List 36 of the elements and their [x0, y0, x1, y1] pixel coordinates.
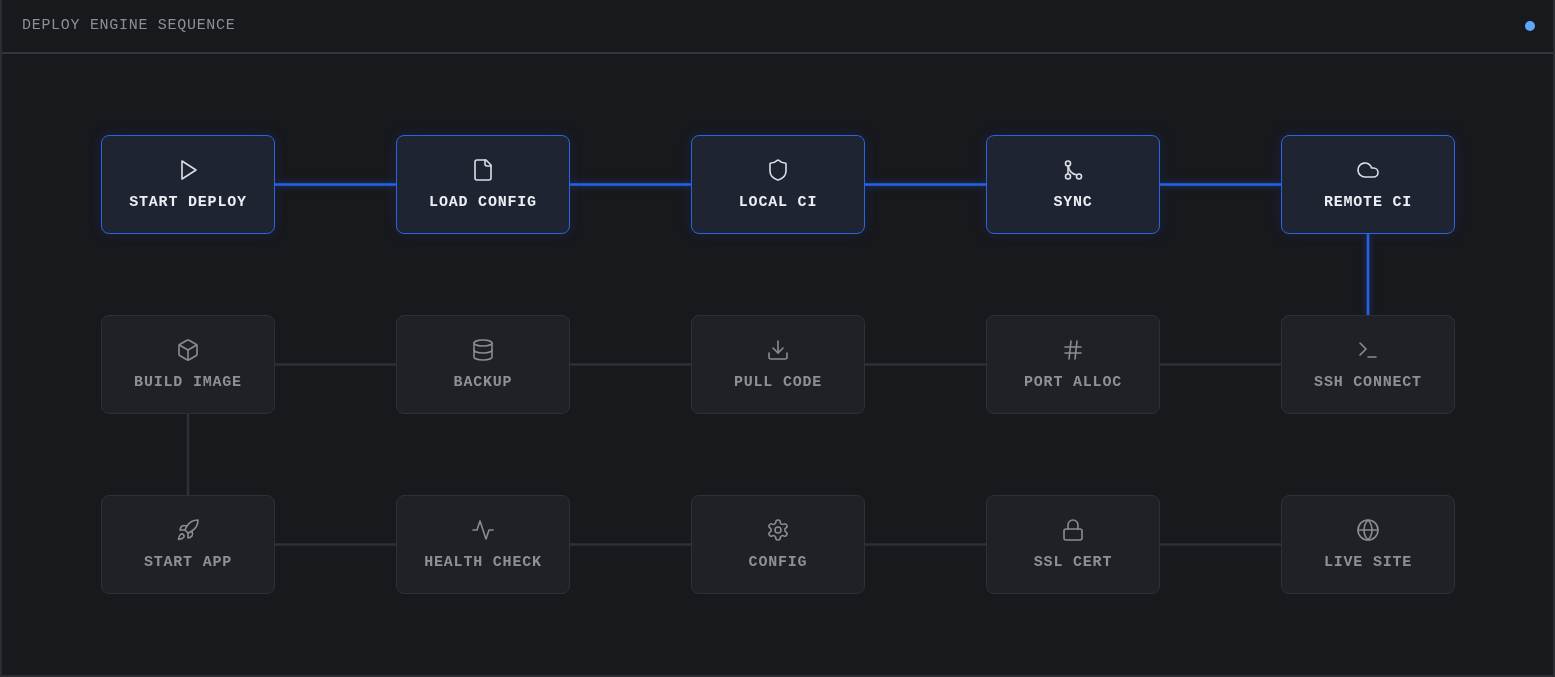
step-label: CONFIG	[748, 553, 808, 571]
step-label: SSL CERT	[1033, 553, 1113, 571]
step-card	[986, 495, 1160, 594]
step-card	[396, 135, 570, 234]
step-label: START DEPLOY	[129, 193, 247, 211]
step-card	[986, 315, 1160, 414]
step-label: PORT ALLOC	[1024, 373, 1122, 391]
step-label: REMOTE CI	[1323, 193, 1413, 211]
step-label: BACKUP	[453, 373, 513, 391]
step-label: LIVE SITE	[1323, 553, 1413, 571]
connector-line	[1366, 234, 1370, 315]
step-card	[691, 495, 865, 594]
step-label: SSH CONNECT	[1314, 373, 1422, 391]
step-card	[986, 135, 1160, 234]
step-label: PULL CODE	[733, 373, 823, 391]
step-card	[691, 135, 865, 234]
step-card	[1281, 495, 1455, 594]
step-card	[691, 315, 865, 414]
step-card	[396, 495, 570, 594]
connector-line	[1160, 183, 1281, 186]
step-card	[396, 315, 570, 414]
step-label: SYNC	[1053, 193, 1093, 211]
step-card	[1281, 315, 1455, 414]
step-label: START APP	[143, 553, 233, 571]
step-card	[101, 315, 275, 414]
step-label: HEALTH CHECK	[424, 553, 542, 571]
step-card	[101, 495, 275, 594]
step-card	[1281, 135, 1455, 234]
connector-line	[865, 183, 986, 186]
step-label: BUILD IMAGE	[134, 373, 242, 391]
connector-line	[275, 183, 396, 186]
step-card	[101, 135, 275, 234]
connector-line	[570, 183, 691, 186]
step-label: LOCAL CI	[738, 193, 818, 211]
diagram-title: DEPLOY ENGINE SEQUENCE	[22, 17, 236, 35]
step-label: LOAD CONFIG	[429, 193, 537, 211]
